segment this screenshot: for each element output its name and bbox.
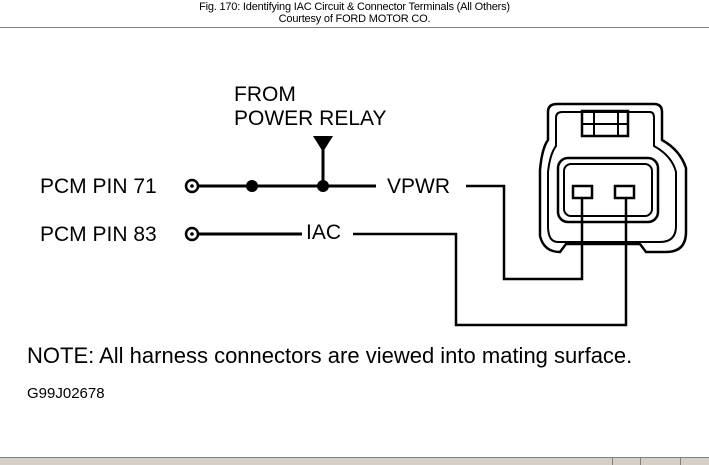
terminal-vpwr: [571, 184, 594, 200]
iac-connector: [538, 102, 688, 254]
caption-bar: Fig. 170: Identifying IAC Circuit & Conn…: [0, 0, 709, 28]
vpwr-wire: [466, 184, 584, 281]
terminal-iac: [613, 184, 636, 200]
iac-wire: [353, 198, 628, 327]
pin-83-wire: [184, 226, 302, 242]
pin-71-wire: [184, 178, 376, 194]
note-text: NOTE: All harness connectors are viewed …: [27, 343, 633, 368]
pcm-pin-83-label: PCM PIN 83: [40, 223, 157, 246]
pcm-pin-71-label: PCM PIN 71: [40, 175, 157, 198]
splice-dot: [246, 180, 258, 192]
figure-caption: Fig. 170: Identifying IAC Circuit & Conn…: [199, 1, 510, 13]
iac-label: IAC: [306, 221, 341, 244]
splice-dot: [317, 180, 329, 192]
status-divider: [680, 458, 681, 465]
power-relay-arrow: [313, 136, 333, 186]
from-label: FROM: [234, 83, 296, 106]
status-divider: [612, 458, 613, 465]
status-divider: [640, 458, 641, 465]
courtesy-line: Courtesy of FORD MOTOR CO.: [278, 13, 431, 25]
power-relay-label: POWER RELAY: [234, 107, 386, 130]
figure-code: G99J02678: [27, 385, 105, 402]
vpwr-label: VPWR: [387, 175, 450, 198]
status-bar: [0, 457, 709, 465]
